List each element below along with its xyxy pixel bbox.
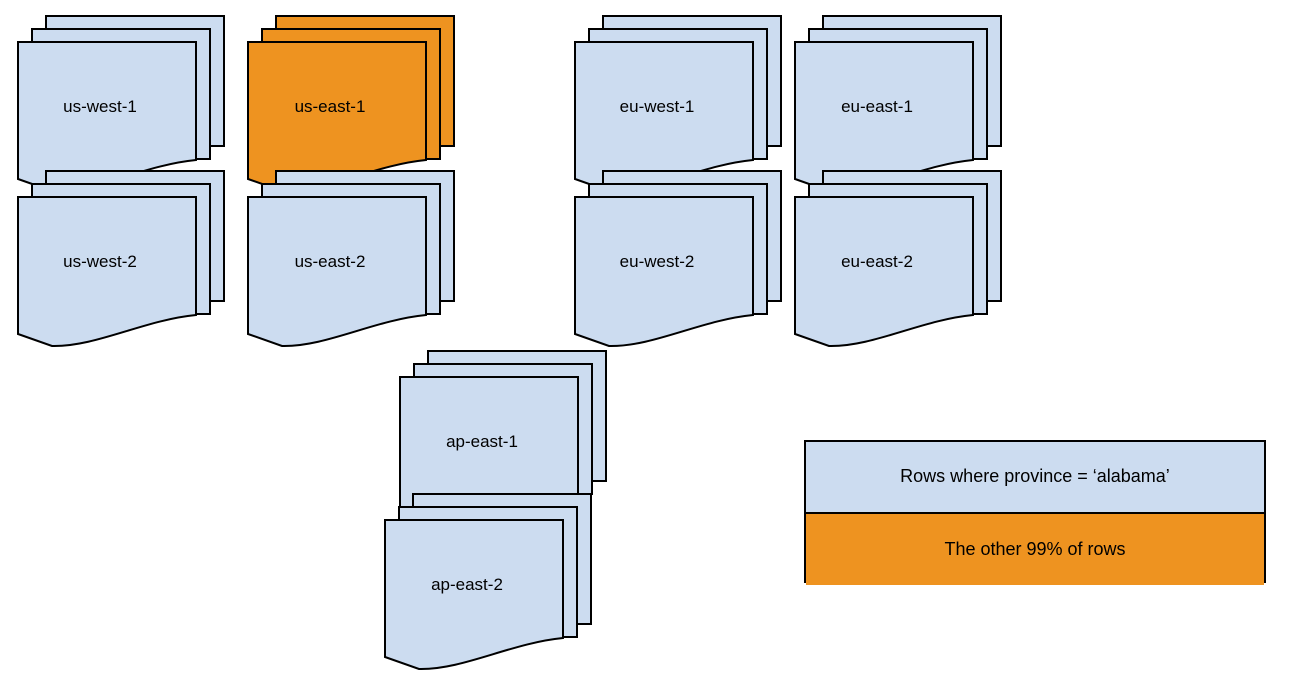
document-stack-us-west-2[interactable] [17, 170, 225, 348]
document-sheet-front [17, 196, 197, 348]
legend-label-blue: Rows where province = ‘alabama’ [900, 466, 1170, 487]
document-stack-ap-east-2[interactable] [384, 493, 592, 671]
document-stack-eu-west-2[interactable] [574, 170, 782, 348]
document-stacks-group [17, 15, 1002, 671]
document-stack-eu-west-1[interactable] [574, 15, 782, 193]
document-stack-ap-east-1[interactable] [399, 350, 607, 528]
document-sheet-front [247, 196, 427, 348]
document-stack-us-west-1[interactable] [17, 15, 225, 193]
document-sheet-front [574, 41, 754, 193]
document-stack-eu-east-1[interactable] [794, 15, 1002, 193]
document-stack-us-east-1[interactable] [247, 15, 455, 193]
document-stack-eu-east-2[interactable] [794, 170, 1002, 348]
document-stack-us-east-2[interactable] [247, 170, 455, 348]
document-sheet-front [574, 196, 754, 348]
document-sheet-front [794, 196, 974, 348]
document-sheet-front [794, 41, 974, 193]
document-sheet-front [17, 41, 197, 193]
legend: Rows where province = ‘alabama’ The othe… [804, 440, 1266, 585]
legend-label-orange: The other 99% of rows [944, 538, 1126, 559]
legend-item-orange: The other 99% of rows [806, 513, 1264, 585]
document-sheet-front [247, 41, 427, 193]
legend-item-blue: Rows where province = ‘alabama’ [806, 442, 1264, 514]
document-sheet-front [384, 519, 564, 671]
